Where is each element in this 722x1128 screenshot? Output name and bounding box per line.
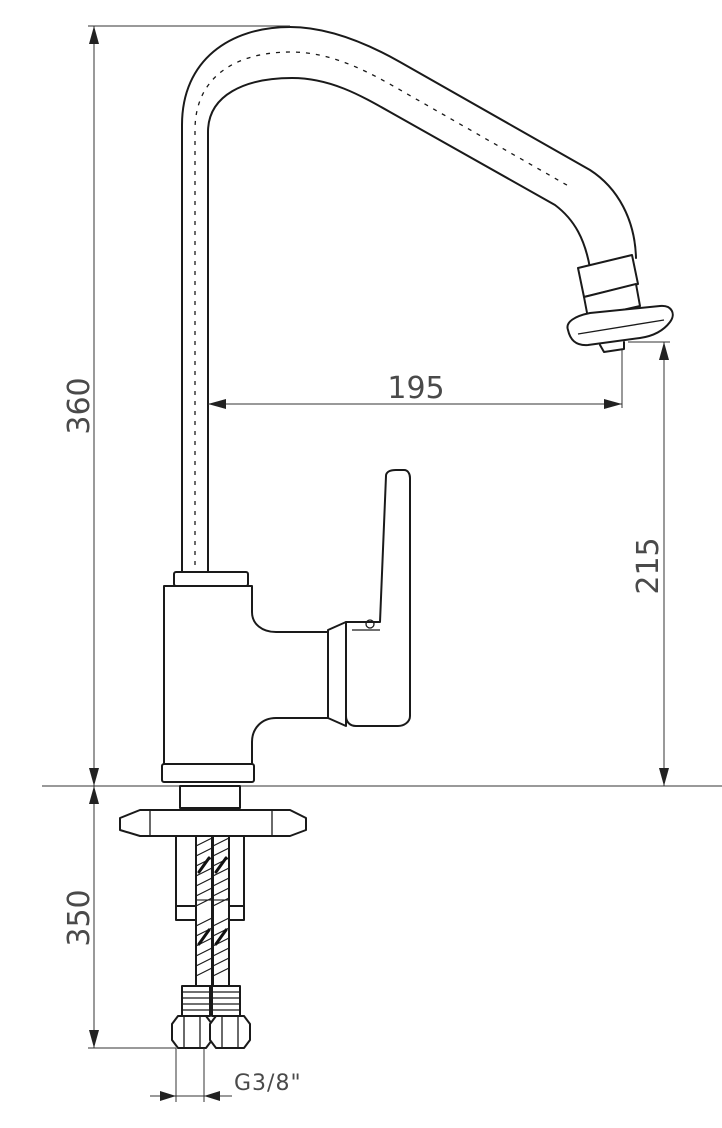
dim-label-hose-length: 350 <box>62 889 97 946</box>
faucet-spout <box>181 26 674 576</box>
handle-lever <box>345 469 411 727</box>
dimension-spout-reach: 195 <box>208 350 623 409</box>
hose-connectors <box>171 985 251 1049</box>
spout-collar <box>173 571 249 587</box>
mixer-body <box>161 585 347 783</box>
braided-hoses <box>195 835 230 987</box>
dimension-hose-length: 350 <box>62 786 176 1049</box>
dimension-spout-height: 215 <box>628 341 670 786</box>
dim-label-spout-reach: 195 <box>387 371 444 406</box>
dim-label-thread: G3/8" <box>234 1071 302 1096</box>
dimension-total-height: 360 <box>62 25 290 786</box>
dimension-thread: G3/8" <box>150 1048 302 1102</box>
dim-label-spout-height: 215 <box>631 537 666 594</box>
dim-label-total-height: 360 <box>62 377 97 434</box>
